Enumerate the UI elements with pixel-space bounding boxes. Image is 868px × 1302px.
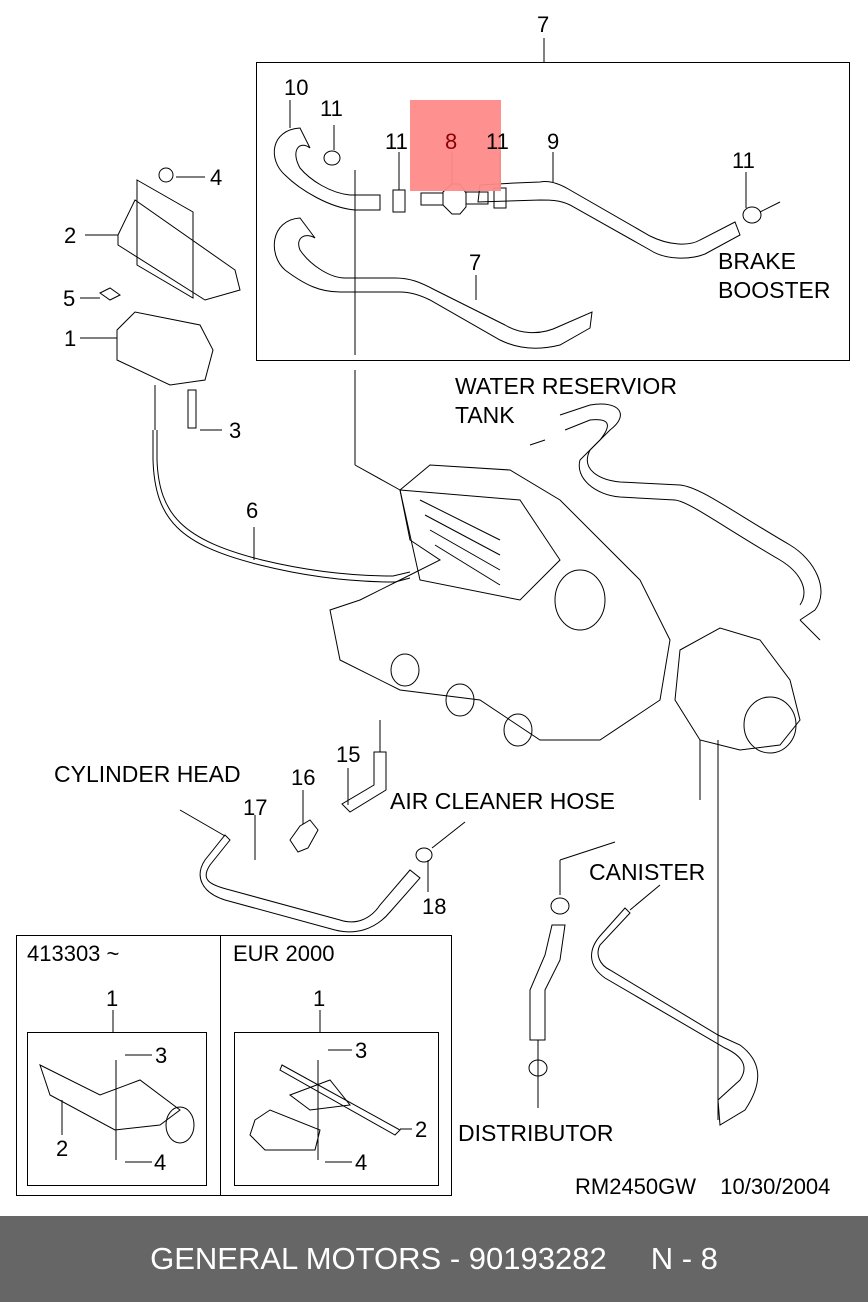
variant-eur2000-inner-frame (234, 1032, 439, 1186)
callout-11: 11 (732, 148, 755, 173)
caption-cylinder-head: CYLINDER HEAD (54, 761, 241, 787)
callout-1: 1 (64, 326, 77, 351)
vacuum-line-6 (152, 430, 411, 583)
plenum (399, 489, 561, 601)
caption-water-reservoir-tank: WATER RESERVIOR TANK (455, 373, 677, 429)
drawing-reference: RM2450GW 10/30/2004 (575, 1174, 830, 1200)
throttle-port (554, 569, 606, 631)
variant-eur2000-callout-2: 2 (415, 1117, 428, 1142)
callout-18: 18 (422, 894, 447, 919)
callout-11: 11 (385, 129, 408, 154)
caption-brake-booster-line1: BRAKE (718, 248, 796, 274)
caption-canister: CANISTER (589, 859, 706, 885)
caption-brake-booster: BRAKE BOOSTER (718, 248, 830, 304)
callout-5: 5 (63, 286, 76, 311)
clamp-11a (323, 150, 341, 166)
water-reservoir-hose (559, 403, 822, 621)
nut-4 (158, 167, 174, 183)
footer-brand-part-number: GENERAL MOTORS - 90193282 (150, 1241, 607, 1276)
callout-8: 8 (445, 129, 458, 154)
caption-water-reservoir-line2: TANK (455, 402, 515, 429)
drawing-ref-code: RM2450GW (575, 1174, 697, 1199)
callout-3: 3 (229, 418, 242, 443)
intake-manifold (329, 464, 671, 741)
callout-11: 11 (320, 96, 343, 121)
canister-hose (591, 907, 759, 1126)
variant-413303-title: 413303 ~ (27, 941, 120, 966)
bolt-5 (99, 287, 121, 301)
variant-413303-inner-frame (27, 1032, 207, 1186)
callout-6: 6 (246, 498, 259, 523)
caption-water-reservoir-line1: WATER RESERVIOR (455, 373, 677, 399)
variant-panels-frame (16, 935, 452, 1196)
distributor-hose (529, 924, 566, 1041)
variant-413303-callout-2: 2 (56, 1136, 69, 1161)
hose-17 (199, 834, 421, 933)
footer-page-ref: N - 8 (650, 1241, 718, 1276)
hose-10 (273, 127, 381, 211)
caption-distributor: DISTRIBUTOR (458, 1120, 614, 1146)
hose-15 (341, 751, 387, 813)
hose-kit-inset-frame (256, 62, 850, 361)
caption-brake-booster-line2: BOOSTER (718, 277, 831, 304)
pcv-valve-16 (289, 819, 319, 853)
callout-16: 16 (291, 765, 316, 790)
callout-9: 9 (547, 129, 560, 154)
clamp-distributor-top (550, 897, 570, 915)
callout-10: 10 (284, 75, 309, 100)
throttle-body (674, 627, 801, 751)
callout-7-top: 7 (537, 12, 550, 37)
sensor-1 (116, 311, 214, 386)
clip-11c (493, 187, 507, 209)
footer-bar: GENERAL MOTORS - 90193282 N - 8 (0, 1216, 868, 1302)
variant-413303-callout-4: 4 (154, 1150, 167, 1175)
drawing-date: 10/30/2004 (720, 1174, 831, 1199)
caption-air-cleaner-hose: AIR CLEANER HOSE (390, 788, 615, 814)
variant-eur2000-callout-3: 3 (355, 1038, 368, 1063)
callout-15: 15 (336, 742, 361, 767)
callout-11: 11 (486, 129, 509, 154)
part-8-highlight (410, 100, 501, 191)
clip-11b (392, 189, 406, 213)
variant-eur2000-callout-1: 1 (313, 986, 326, 1011)
bracket-2 (117, 199, 241, 301)
callout-2: 2 (64, 223, 77, 248)
variant-413303-callout-1: 1 (106, 986, 119, 1011)
bolt-3 (187, 389, 197, 429)
callout-4: 4 (210, 165, 223, 190)
callout-17: 17 (243, 795, 268, 820)
hose-9 (477, 181, 741, 259)
hose-7 (273, 217, 593, 349)
clamp-11d (742, 206, 762, 224)
callout-7-inner: 7 (469, 250, 482, 275)
clamp-18 (415, 847, 433, 863)
variant-413303-callout-3: 3 (155, 1043, 168, 1068)
variant-eur2000-title: EUR 2000 (233, 941, 335, 966)
variant-eur2000-callout-4: 4 (355, 1150, 368, 1175)
